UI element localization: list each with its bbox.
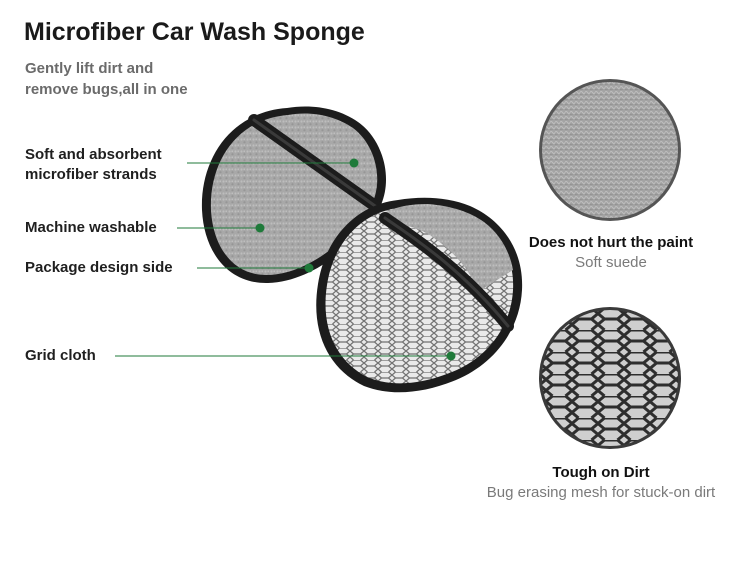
feature-paint: Does not hurt the paint Soft suede: [520, 234, 702, 271]
subtitle: Gently lift dirt and remove bugs,all in …: [25, 58, 188, 100]
sponge-mesh-side: [316, 197, 523, 393]
feature-dirt: Tough on Dirt Bug erasing mesh for stuck…: [470, 464, 732, 501]
mesh-swatch: [539, 307, 681, 449]
leader-lines: [115, 158, 456, 361]
callout-microfiber-line-2: microfiber strands: [25, 166, 157, 183]
callout-dot-washable: [255, 223, 265, 233]
callout-dot-microfiber: [349, 158, 359, 168]
callout-dot-package: [304, 263, 314, 273]
page-title: Microfiber Car Wash Sponge: [24, 18, 365, 46]
feature-dirt-heading: Tough on Dirt: [552, 464, 650, 481]
callout-package: Package design side: [25, 259, 173, 276]
feature-paint-heading: Does not hurt the paint: [528, 234, 694, 251]
microfiber-swatch: [539, 79, 681, 221]
subtitle-line-2: remove bugs,all in one: [25, 81, 188, 98]
feature-dirt-sub: Bug erasing mesh for stuck-on dirt: [486, 484, 716, 501]
callout-grid: Grid cloth: [25, 347, 96, 364]
callout-microfiber-line-1: Soft and absorbent: [25, 146, 162, 163]
subtitle-line-1: Gently lift dirt and: [25, 60, 154, 77]
feature-paint-sub: Soft suede: [575, 254, 647, 271]
callout-washable: Machine washable: [25, 219, 157, 236]
callout-dot-grid: [446, 351, 456, 361]
callout-microfiber: Soft and absorbent microfiber strands: [25, 145, 162, 185]
